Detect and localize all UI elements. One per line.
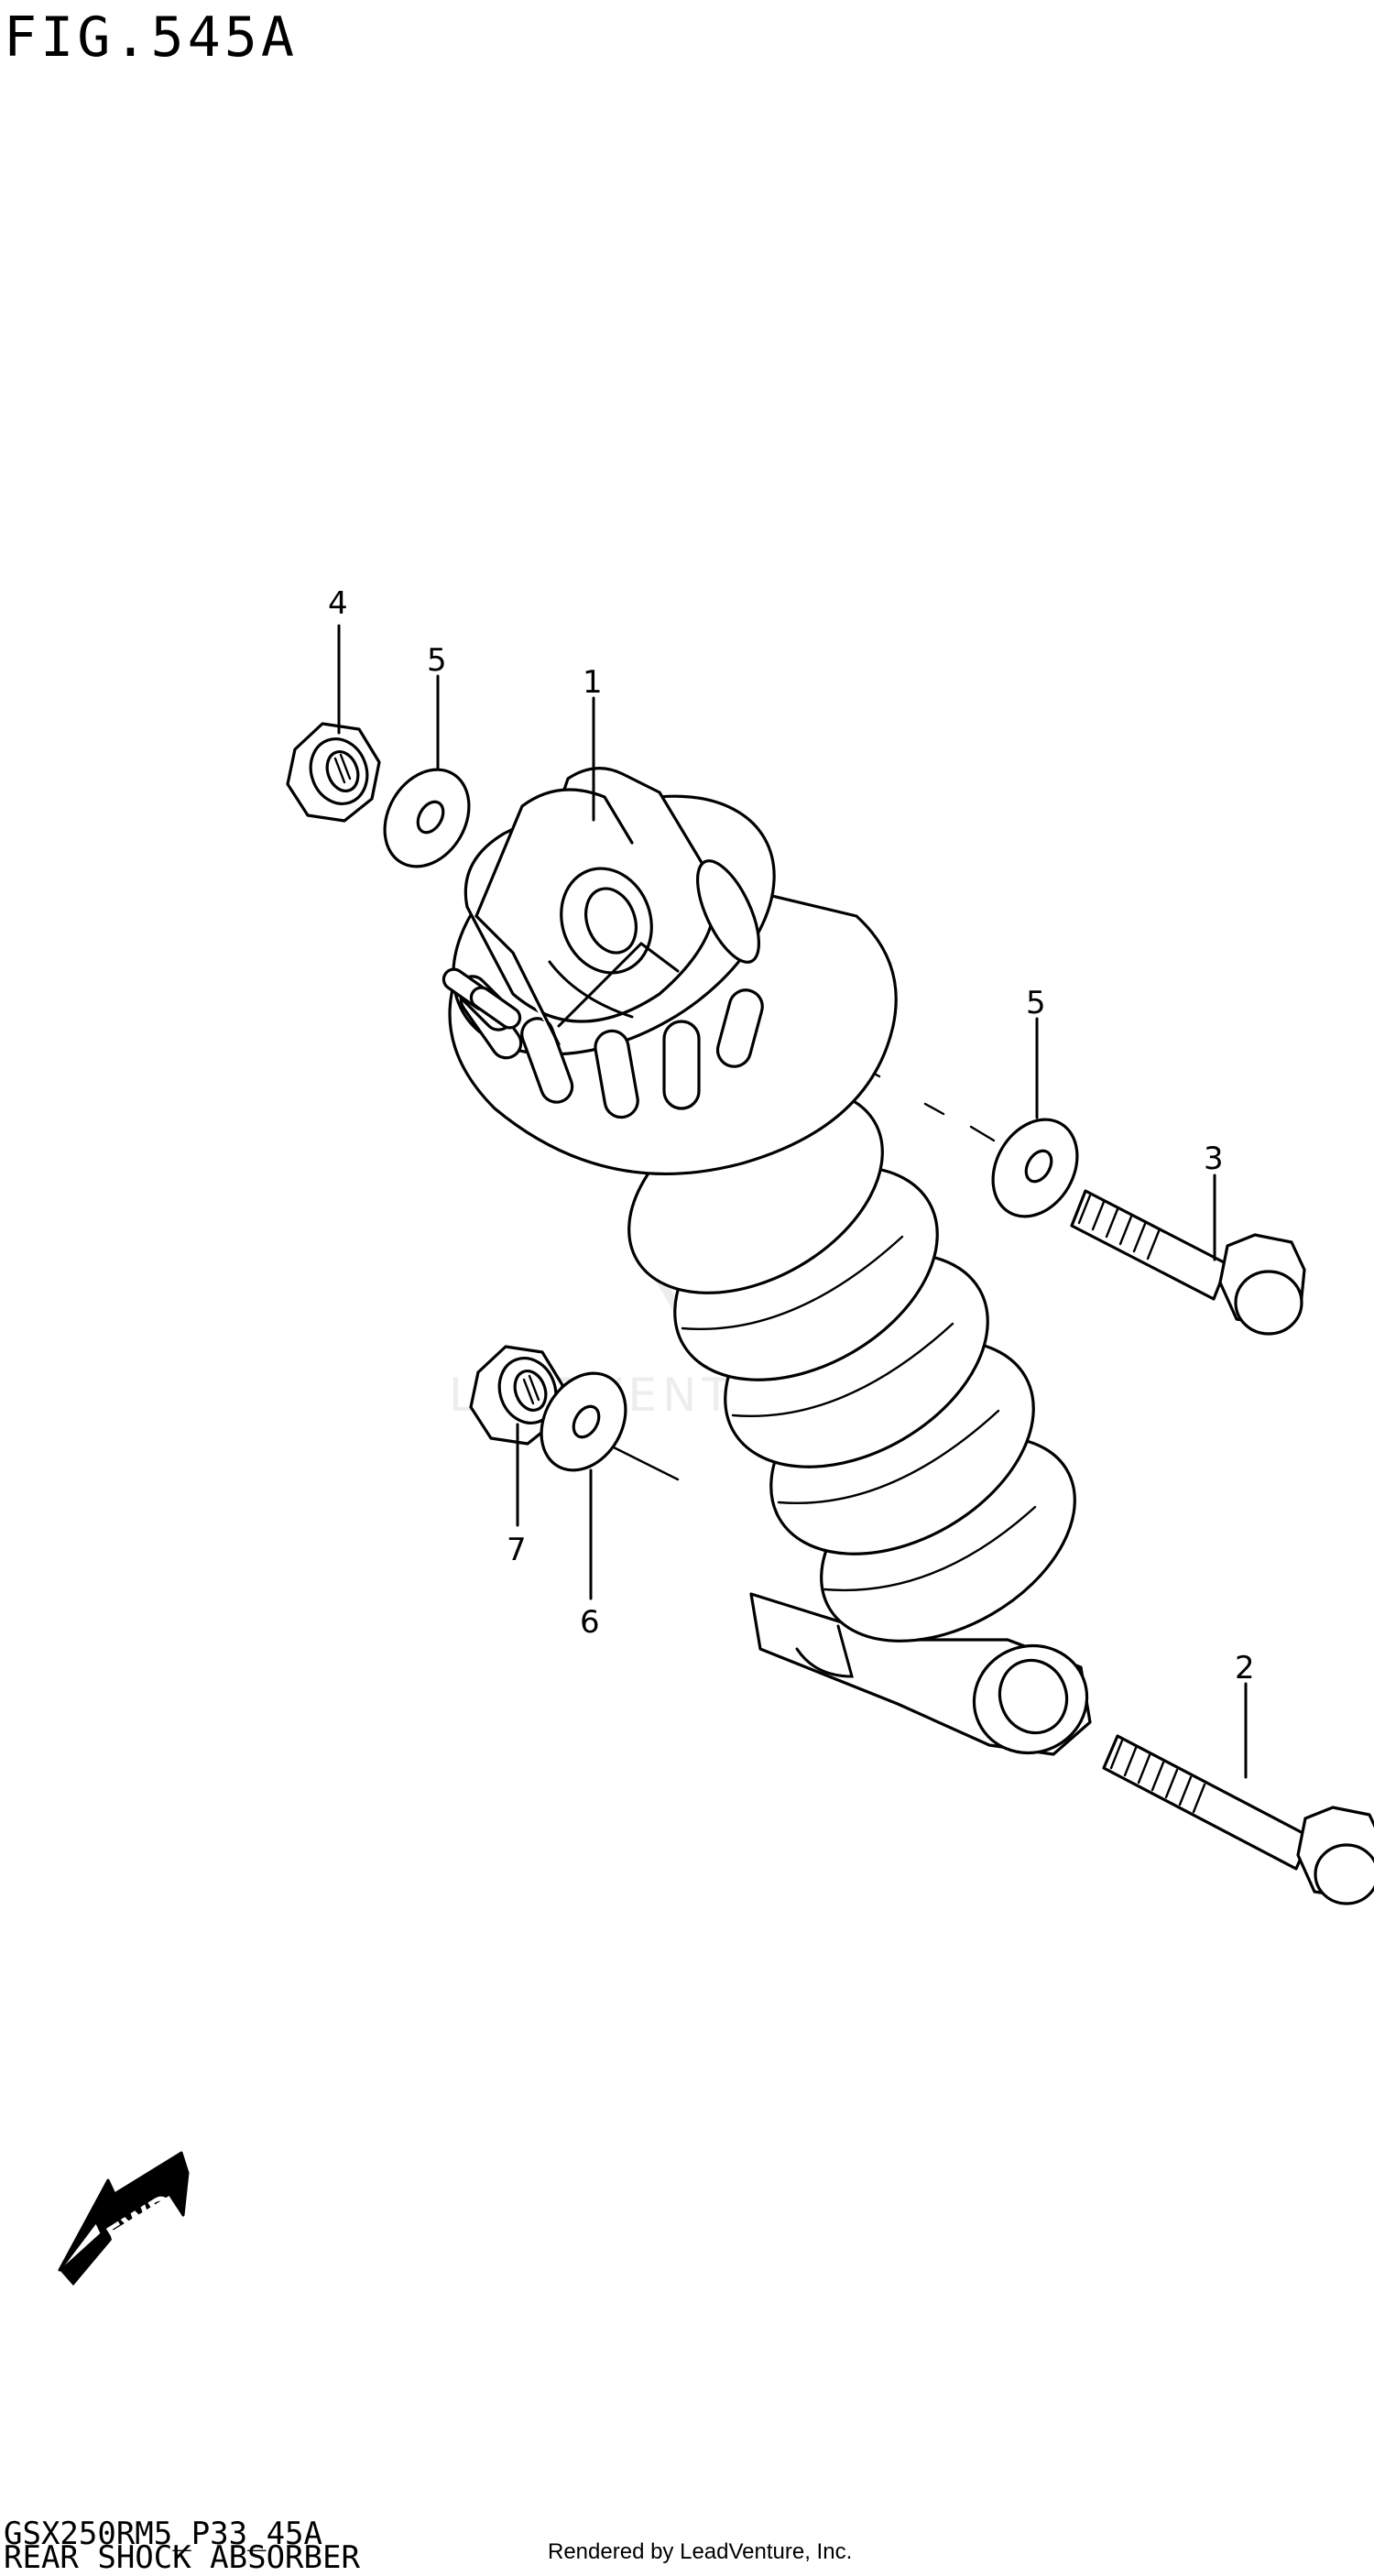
upper-nut bbox=[286, 722, 381, 823]
callout-5-left: 5 bbox=[427, 642, 447, 679]
callout-6: 6 bbox=[580, 1604, 600, 1641]
render-credit: Rendered by LeadVenture, Inc. bbox=[548, 2539, 853, 2564]
upper-washer-right bbox=[991, 1118, 1079, 1218]
lower-washer bbox=[540, 1371, 627, 1472]
figure-name: REAR SHOCK ABSORBER bbox=[4, 2539, 360, 2576]
fwd-direction-badge: FWD bbox=[58, 2151, 190, 2286]
callout-1: 1 bbox=[583, 664, 603, 701]
upper-washer-left bbox=[383, 768, 471, 868]
callout-7: 7 bbox=[507, 1532, 527, 1568]
leader-lines bbox=[337, 624, 1248, 1779]
lower-axis-line bbox=[603, 1441, 680, 1481]
callout-4: 4 bbox=[328, 585, 348, 622]
figure-code: GSX250RM5_P33_45A bbox=[4, 2516, 322, 2552]
lower-nut bbox=[469, 1345, 564, 1446]
shock-absorber bbox=[442, 766, 1092, 1756]
upper-bolt bbox=[1070, 1189, 1306, 1336]
figure-title: FIG.545A bbox=[4, 5, 298, 70]
callout-5-right: 5 bbox=[1026, 985, 1046, 1021]
callout-labels: 4 5 1 5 3 2 6 7 bbox=[328, 585, 1255, 1686]
callout-3: 3 bbox=[1204, 1141, 1224, 1177]
lower-bolt bbox=[1102, 1734, 1374, 1905]
callout-2: 2 bbox=[1235, 1650, 1255, 1686]
